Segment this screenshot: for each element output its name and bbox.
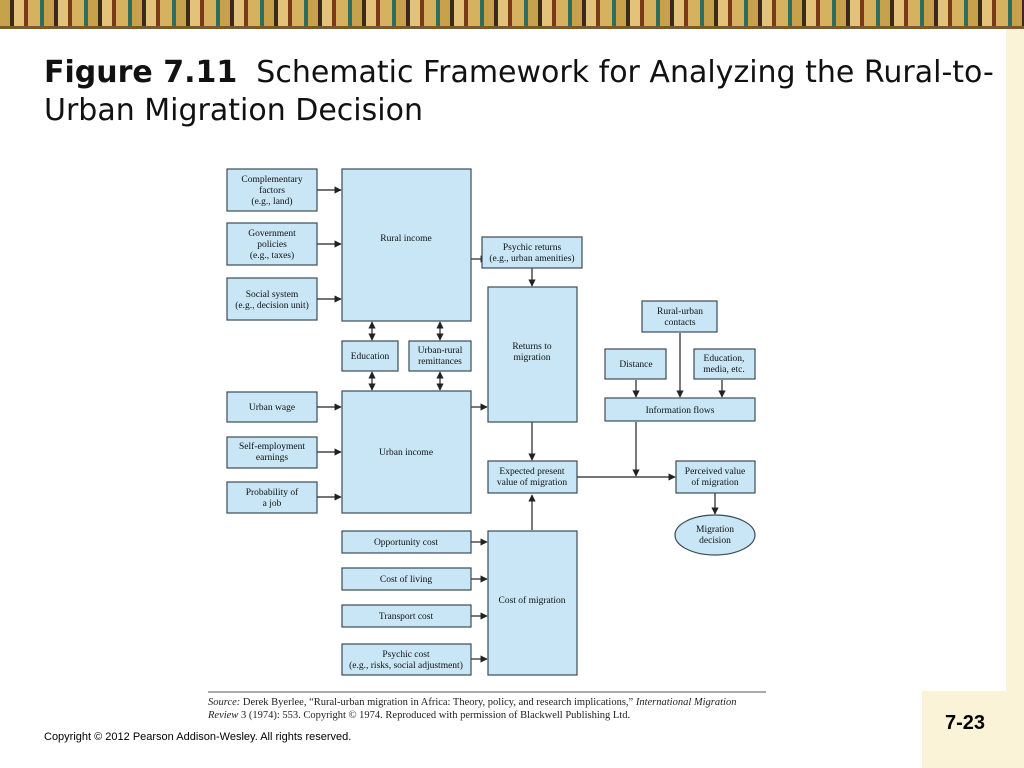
node-label: migration xyxy=(514,353,551,363)
node-rural-income: Rural income xyxy=(341,168,472,322)
node-label: factors xyxy=(259,185,285,196)
node-urban-income: Urban income xyxy=(341,390,472,514)
node-label: Social system xyxy=(246,290,299,300)
node-label: Government xyxy=(248,229,296,239)
node-expected-present-value: Expected present value of migration xyxy=(487,460,578,494)
page-number-panel xyxy=(922,691,1024,768)
node-label: Psychic returns xyxy=(503,243,562,253)
node-label: Opportunity cost xyxy=(374,538,438,548)
node-label: (e.g., risks, social adjustment) xyxy=(349,660,463,671)
node-label: Migration xyxy=(696,525,734,535)
slide-title: Figure 7.11 Schematic Framework for Anal… xyxy=(44,54,994,130)
node-label: media, etc. xyxy=(703,365,744,375)
node-label: Probability of xyxy=(246,487,299,498)
node-label: Education, xyxy=(704,354,745,364)
node-distance: Distance xyxy=(604,348,667,380)
figure-label: Figure 7.11 xyxy=(44,55,238,90)
source-label: Source: xyxy=(208,697,241,708)
node-label: (e.g., land) xyxy=(251,196,292,207)
node-label: Complementary xyxy=(241,175,302,185)
node-psychic-returns: Psychic returns (e.g., urban amenities) xyxy=(481,236,583,269)
source-text: Derek Byerlee, “Rural-urban migration in… xyxy=(242,697,634,708)
decorative-pattern-band xyxy=(0,0,1024,26)
node-label: (e.g., decision unit) xyxy=(235,300,309,311)
node-label: Transport cost xyxy=(379,612,434,622)
node-label: Distance xyxy=(619,360,652,370)
node-label: Rural income xyxy=(380,234,431,244)
node-label: Psychic cost xyxy=(382,650,430,660)
right-decorative-bar xyxy=(1006,29,1024,691)
node-label: of migration xyxy=(691,477,738,488)
node-label: (e.g., urban amenities) xyxy=(489,253,574,264)
node-label: Urban income xyxy=(379,448,433,458)
header-divider xyxy=(0,26,1024,29)
node-label: Cost of migration xyxy=(498,595,565,606)
node-government-policies: Government policies (e.g., taxes) xyxy=(226,222,318,266)
node-label: Urban wage xyxy=(249,403,295,413)
node-label: value of migration xyxy=(497,477,567,488)
node-urban-rural-remittances: Urban-rural remittances xyxy=(408,340,472,372)
node-perceived-value: Perceived value of migration xyxy=(675,460,756,494)
node-probability-of-job: Probability of a job xyxy=(226,481,318,514)
node-education-media: Education, media, etc. xyxy=(693,348,756,380)
copyright-notice: Copyright © 2012 Pearson Addison-Wesley.… xyxy=(44,731,352,743)
source-citation: Source: Derek Byerlee, “Rural-urban migr… xyxy=(208,696,768,722)
node-education: Education xyxy=(341,340,399,372)
node-label: policies xyxy=(257,240,287,250)
page-number: 7-23 xyxy=(944,712,986,734)
node-information-flows: Information flows xyxy=(604,397,756,422)
node-self-employment-earnings: Self-employment earnings xyxy=(226,436,318,469)
node-label: Rural-urban xyxy=(657,307,703,317)
node-social-system: Social system (e.g., decision unit) xyxy=(226,277,318,321)
node-label: decision xyxy=(699,536,731,546)
node-cost-of-living: Cost of living xyxy=(341,567,472,591)
node-label: Self-employment xyxy=(239,441,305,452)
figure-title: Schematic Framework for Analyzing the Ru… xyxy=(44,55,994,128)
node-urban-wage: Urban wage xyxy=(226,391,318,423)
connectors xyxy=(317,186,726,663)
source-journal: International Migration Review xyxy=(208,697,737,721)
source-details: 3 (1974): 553. Copyright © 1974. Reprodu… xyxy=(240,710,631,721)
node-complementary-factors: Complementary factors (e.g., land) xyxy=(226,168,318,212)
node-label: contacts xyxy=(664,318,695,328)
node-migration-decision: Migration decision xyxy=(674,514,756,556)
node-label: remittances xyxy=(418,357,462,367)
node-label: Information flows xyxy=(646,405,715,416)
node-label: Perceived value xyxy=(685,467,745,477)
node-returns-to-migration: Returns to migration xyxy=(487,286,578,423)
node-label: a job xyxy=(263,499,282,509)
node-label: Urban-rural xyxy=(418,346,463,356)
node-label: Returns to xyxy=(512,342,552,352)
node-label: Cost of living xyxy=(380,574,433,585)
node-label: (e.g., taxes) xyxy=(250,250,294,261)
node-transport-cost: Transport cost xyxy=(341,604,472,628)
node-psychic-cost: Psychic cost (e.g., risks, social adjust… xyxy=(341,643,472,676)
node-label: Education xyxy=(351,352,390,362)
node-rural-urban-contacts: Rural-urban contacts xyxy=(641,300,718,333)
node-label: earnings xyxy=(256,453,288,463)
node-opportunity-cost: Opportunity cost xyxy=(341,530,472,554)
node-cost-of-migration: Cost of migration xyxy=(487,530,578,676)
node-label: Expected present xyxy=(499,467,565,477)
